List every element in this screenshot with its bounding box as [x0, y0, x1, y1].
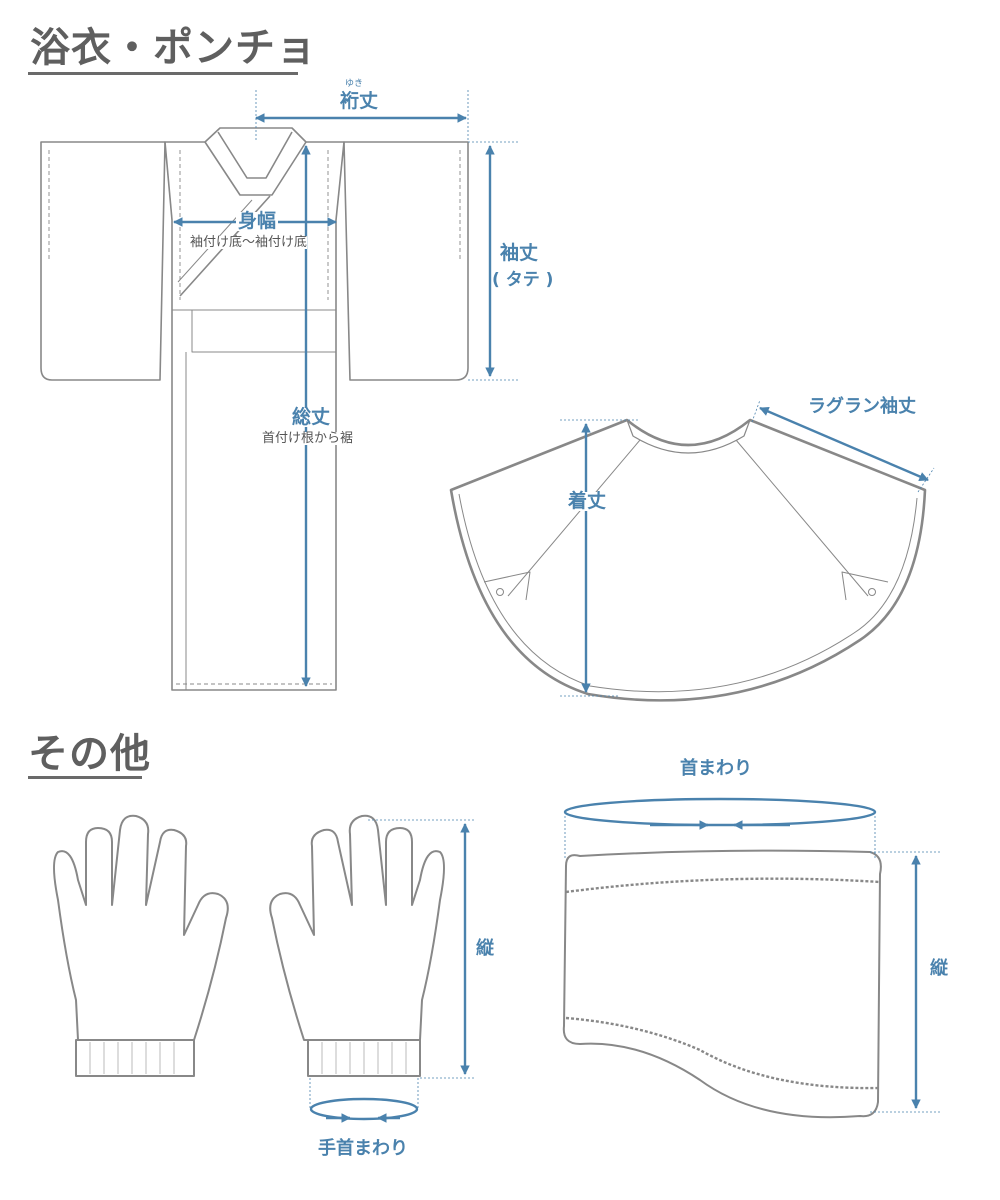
- label-neckwarmer-length: 縦: [930, 958, 948, 979]
- label-yuki: 裄丈: [340, 90, 379, 112]
- note-sodetake: ( タテ ): [492, 270, 554, 290]
- glove-right: [269, 814, 445, 1077]
- glove-left: [53, 814, 229, 1077]
- label-neck: 首まわり: [680, 758, 752, 779]
- label-kitake: 着丈: [566, 490, 609, 512]
- label-soutake: 総丈: [290, 406, 333, 428]
- glove-arrows: [309, 823, 470, 1123]
- poncho-illustration: [449, 418, 927, 702]
- label-raglan: ラグラン袖丈: [808, 396, 916, 417]
- yuki-ruby: ゆき: [345, 79, 364, 89]
- note-soutake: 首付け根から裾: [262, 431, 354, 446]
- label-sodetake: 袖丈: [500, 242, 539, 264]
- label-mihaba: 身幅: [236, 210, 279, 232]
- note-mihaba: 袖付け底～袖付け底: [190, 235, 308, 250]
- section-title-yukata-poncho: 浴衣・ポンチョ: [30, 25, 317, 71]
- label-glove-length: 縦: [476, 938, 494, 959]
- label-wrist: 手首まわり: [318, 1138, 408, 1159]
- section-rule: [28, 72, 298, 75]
- yukata-illustration: [40, 127, 469, 691]
- poncho-arrows: [581, 406, 929, 693]
- section-title-other: その他: [28, 731, 151, 777]
- section-rule: [28, 776, 142, 779]
- neckwarmer-illustration: [562, 849, 882, 1119]
